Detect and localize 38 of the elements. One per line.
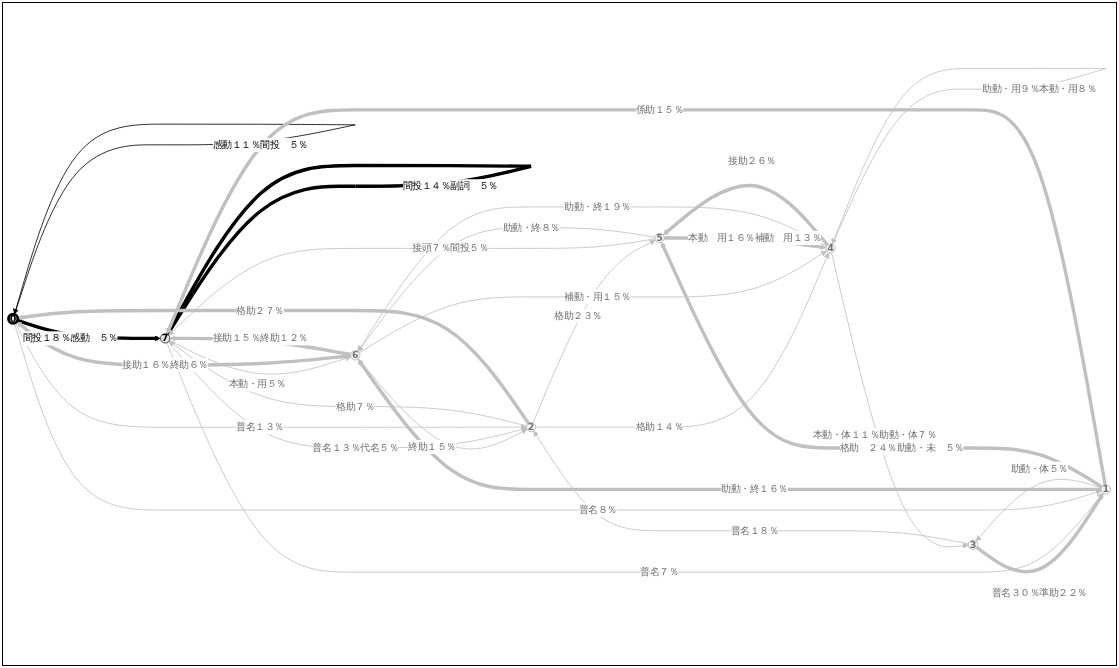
edge-label: 助動・体５％ [1010,462,1068,474]
edge-label: 格助１４％ [635,421,684,432]
edge-label: 助動・用９％本動・用８％ [982,83,1097,94]
edge-label: 係助１５％ [635,103,684,115]
edge-label: 接助１６％終助６％ [122,359,208,370]
edge-label: 終助１５％ [408,440,456,452]
edge-label: 本動・体１１％助動・体７％ [812,428,937,440]
edge-label: 普名１３％代名５％ [312,441,399,453]
arrow [662,183,829,246]
node-circle: 5 [654,232,665,243]
edge-label: 助動・終１９％ [564,200,631,212]
edge-label: 助動・終１６％ [721,483,788,495]
edge-label: 格助 ２４％助動・未 ５％ [839,441,964,453]
node-circle: 1 [1100,484,1111,495]
edge-label: 接助１５％終助１２％ [212,332,308,344]
node-circle: 3 [967,539,978,550]
edge-label: 格助７％ [336,400,375,412]
edge-label: 普名１３％ [236,421,284,433]
edge-label: 助動・終８％ [502,221,560,233]
edge-label: 本動・用５％ [228,378,286,390]
node-circle: 0 [7,312,20,325]
edge-label: 普名３０％準助２２％ [991,586,1087,598]
node-circle: 2 [526,421,537,432]
edge-label: 間投１４％副詞 ５％ [402,180,498,192]
edge-label: 間投１８％感動 ５％ [22,332,118,344]
edge-label: 格助２３％ [554,310,602,322]
edge-label: 普名１８％ [730,524,779,536]
edge-label: 普名７％ [640,566,679,578]
edge-label: 補動・用１５％ [564,290,631,302]
node-circle: 7 [160,333,171,344]
node-circle: 4 [825,243,836,254]
edge-label: 普名８％ [578,504,617,515]
edge-label: 接助２６％ [728,154,776,166]
edge-label: 接頭７％間投５％ [412,242,489,254]
edge-label: 感動１１％間投 ５％ [212,138,308,150]
edge-label: 格助２７％ [236,304,284,316]
edge-label: 本動 用１６％補動 用１３％ [688,232,822,243]
node-circle: 6 [350,350,361,361]
